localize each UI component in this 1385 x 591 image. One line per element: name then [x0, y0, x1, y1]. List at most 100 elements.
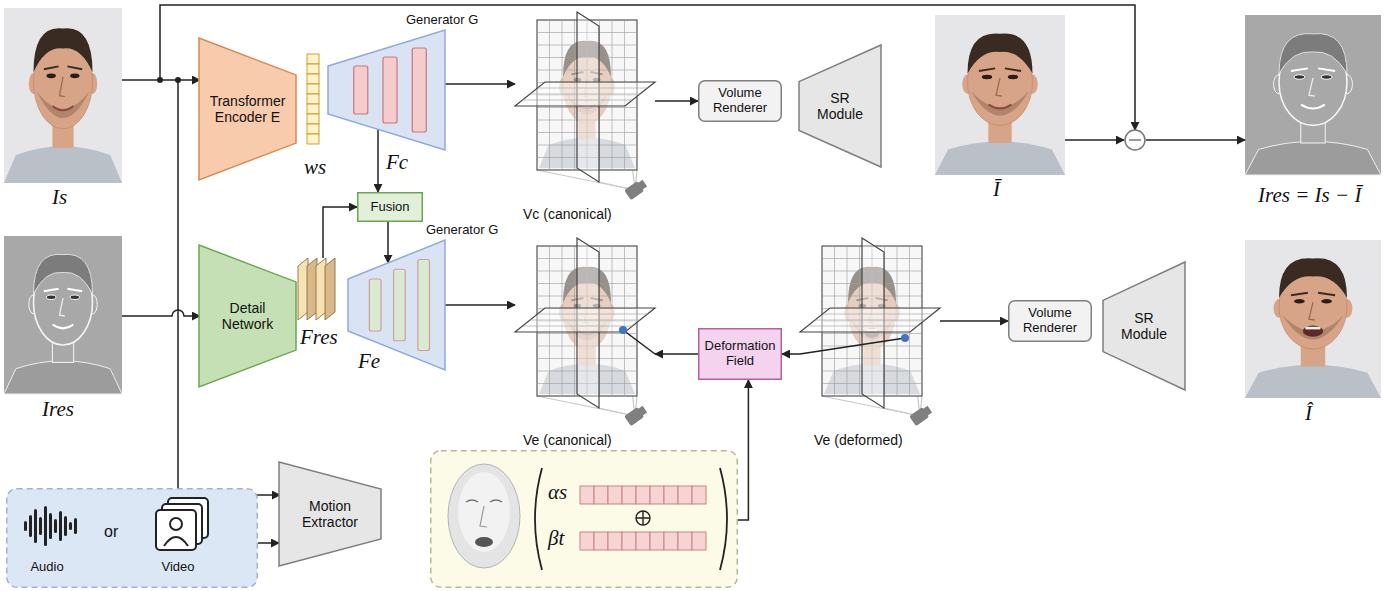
latent-vector-cell: [307, 54, 319, 64]
coefficient-cell: [678, 532, 692, 550]
deformation-field: [699, 329, 782, 380]
eye: [70, 295, 79, 299]
triplane-volume: Ve (canonical): [515, 238, 655, 428]
flow-arrow: [445, 304, 515, 306]
query-point-wire: [623, 330, 655, 354]
feature-map-slab: [325, 258, 335, 320]
latent-vector-cell: [307, 84, 319, 94]
coefficient-cell: [664, 486, 678, 504]
triplane-illustration: [800, 238, 940, 426]
audio-wave-icon: [49, 513, 52, 539]
coefficient-cell: [636, 486, 650, 504]
coefficient-cell: [692, 486, 706, 504]
hair: [34, 254, 93, 294]
coefficient-cell: [608, 486, 622, 504]
coefficient-cell: [678, 486, 692, 504]
encoder-trapezoid: Transformer Encoder E: [199, 38, 296, 180]
triplane-illustration: [515, 238, 655, 426]
coefficient-cell: [608, 532, 622, 550]
hair: [1279, 34, 1347, 74]
plane-grid: [523, 100, 633, 101]
photo-background: [935, 15, 1065, 175]
coefficient-cell: [650, 532, 664, 550]
plane-grid: [823, 314, 933, 315]
bracket: [535, 468, 542, 570]
eyebrow: [1291, 68, 1308, 71]
generator-block: Generator G: [328, 30, 445, 150]
audio-wave-icon: [64, 516, 67, 536]
motion-extractor: Motion Extractor: [279, 462, 381, 566]
encoder-trapezoid: [199, 38, 296, 180]
hair: [34, 28, 93, 72]
flow-arrow: [655, 100, 698, 102]
bracket: [720, 468, 727, 570]
coefficient-cell: [664, 532, 678, 550]
mouth: [1301, 105, 1325, 109]
plane-grid: [538, 314, 648, 315]
detail-network: [199, 245, 296, 387]
node-label: Generator G: [426, 223, 498, 238]
shirt: [1245, 365, 1381, 398]
video-icon: [164, 537, 188, 546]
query-point: [901, 334, 909, 342]
nose: [59, 77, 64, 97]
latent-vector-cell: [307, 134, 319, 144]
beard: [971, 91, 1030, 116]
triplane-volume: [515, 238, 655, 428]
camera-icon: [909, 404, 933, 426]
plane-grid: [530, 320, 640, 321]
audio-wave-icon: [29, 515, 32, 537]
feature-label: Fc: [386, 151, 408, 174]
face-mesh: [448, 464, 520, 568]
input-wire: [122, 310, 200, 316]
flow-arrow: [782, 353, 800, 355]
node-label: Motion Extractor: [286, 498, 374, 530]
flow-arrow: [940, 320, 1008, 322]
nose: [1309, 78, 1315, 96]
audio-wave-icon: [69, 522, 72, 530]
generator-layer: [383, 57, 397, 123]
3dmm-coefficient-box: [430, 450, 738, 588]
subtract-symbol: [1129, 139, 1141, 141]
residual-image: [1245, 15, 1381, 175]
nose: [59, 298, 64, 316]
node-label: Fusion: [370, 200, 409, 215]
latent-vector-cell: [307, 64, 319, 74]
generator-block: [328, 30, 445, 150]
deformation-field: Deformation Field: [698, 328, 782, 380]
open-mouth: [1303, 326, 1323, 337]
node-label: Generator G: [406, 13, 478, 28]
feature-map-slab: [298, 258, 308, 320]
hair: [1279, 258, 1347, 298]
audio-wave-icon: [74, 518, 77, 534]
coefficient-cell: [622, 486, 636, 504]
eye: [1008, 75, 1018, 79]
renderer-box: [1009, 301, 1092, 342]
camera-icon: [624, 404, 648, 426]
node-label: Volume Renderer: [704, 86, 776, 116]
junction-dot: [175, 77, 181, 83]
flow-arrow: [258, 542, 279, 544]
feature-plane: [515, 308, 655, 332]
coefficient-cell: [580, 532, 594, 550]
photo-background: [1245, 240, 1381, 398]
camera-lens: [923, 406, 933, 416]
mouth: [53, 106, 74, 110]
eyebrow: [44, 66, 59, 69]
eye: [70, 73, 79, 78]
latent-vector-cell: [307, 74, 319, 84]
renderer-box: [699, 81, 782, 122]
feature-label: Fres: [300, 326, 338, 349]
node-label: Deformation Field: [704, 339, 776, 369]
eyebrow: [1318, 68, 1335, 71]
sr-module: SR Module: [799, 45, 881, 167]
mouth: [989, 105, 1012, 109]
plane-grid: [808, 326, 918, 327]
feature-plane: [515, 82, 655, 106]
driving-input-box: [7, 489, 258, 588]
driving-input-box: AudioorVideo: [6, 488, 258, 588]
nose: [996, 78, 1002, 96]
feature-label: Fe: [358, 350, 380, 373]
coefficient-cell: [692, 532, 706, 550]
